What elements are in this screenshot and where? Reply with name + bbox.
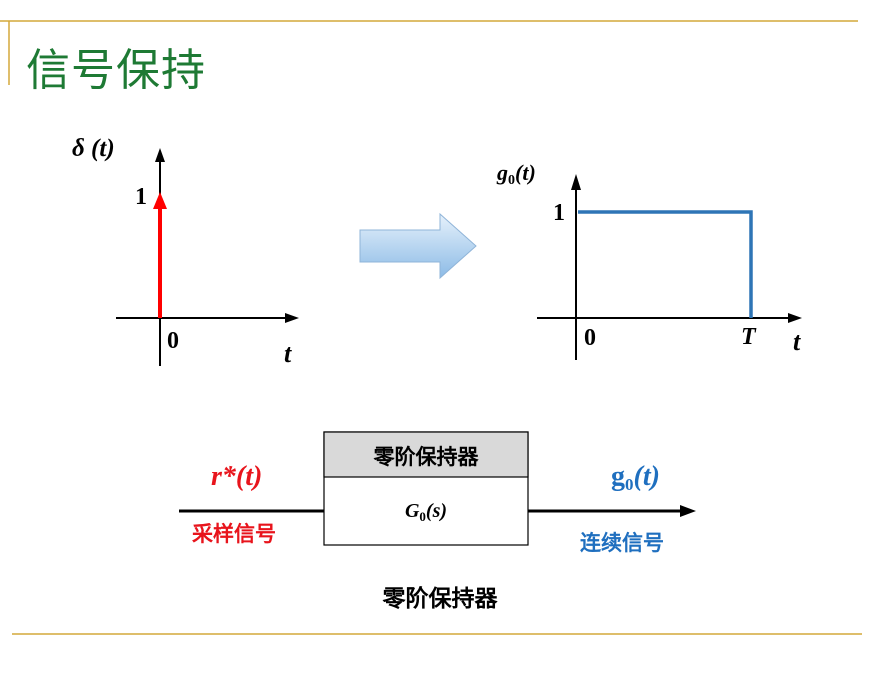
transform-arrow [359, 212, 477, 280]
output-signal-argument: (t) [634, 461, 660, 492]
input-signal-caption: 采样信号 [192, 522, 276, 546]
input-signal-main: r* [211, 461, 237, 492]
pulse-amplitude-label: 1 [553, 200, 565, 226]
impulse-ylabel: δ (t) [72, 135, 115, 162]
pulse-x-axis-arrowhead [788, 313, 802, 323]
output-signal-label: g0(t) [611, 461, 660, 494]
output-signal-arrowhead [680, 505, 696, 517]
hold-block-header-label: 零阶保持器 [373, 445, 480, 469]
transfer-function-subscript: 0 [419, 509, 426, 524]
slide-title: 信号保持 [26, 45, 206, 96]
transfer-function-argument: (s) [426, 500, 447, 522]
block-diagram: 零阶保持器 G0(s) r*(t) 采样信号 g0(t) 连续信号 [179, 431, 696, 555]
impulse-x-axis-arrowhead [285, 313, 299, 323]
output-signal-caption: 连续信号 [580, 531, 664, 555]
pulse-ylabel-subscript: 0 [508, 173, 515, 188]
output-signal-main: g [611, 461, 625, 492]
pulse-plot: g0(t) 1 0 T t [496, 160, 802, 360]
pulse-origin-label: 0 [584, 325, 596, 351]
pulse-ylabel-argument: (t) [515, 160, 536, 185]
impulse-spike-arrowhead [153, 192, 167, 209]
output-signal-subscript: 0 [625, 475, 634, 494]
transfer-function-main: G [405, 500, 420, 522]
pulse-waveform [578, 210, 753, 318]
impulse-amplitude-label: 1 [135, 184, 147, 210]
pulse-ylabel: g0(t) [496, 160, 536, 188]
impulse-xlabel: t [284, 339, 292, 368]
pulse-y-axis-arrowhead [571, 174, 581, 190]
figure-caption: 零阶保持器 [382, 585, 499, 612]
pulse-period-label: T [741, 324, 757, 350]
hold-block-header [323, 431, 529, 478]
pulse-xlabel: t [793, 327, 801, 356]
transfer-function: G0(s) [405, 500, 447, 524]
input-signal-argument: (t) [236, 461, 262, 492]
input-signal-label: r*(t) [211, 461, 262, 492]
pulse-ylabel-main: g [496, 160, 508, 185]
impulse-origin-label: 0 [167, 328, 179, 354]
impulse-plot: δ (t) 1 0 t [72, 135, 299, 368]
impulse-y-axis-arrowhead [155, 148, 165, 162]
